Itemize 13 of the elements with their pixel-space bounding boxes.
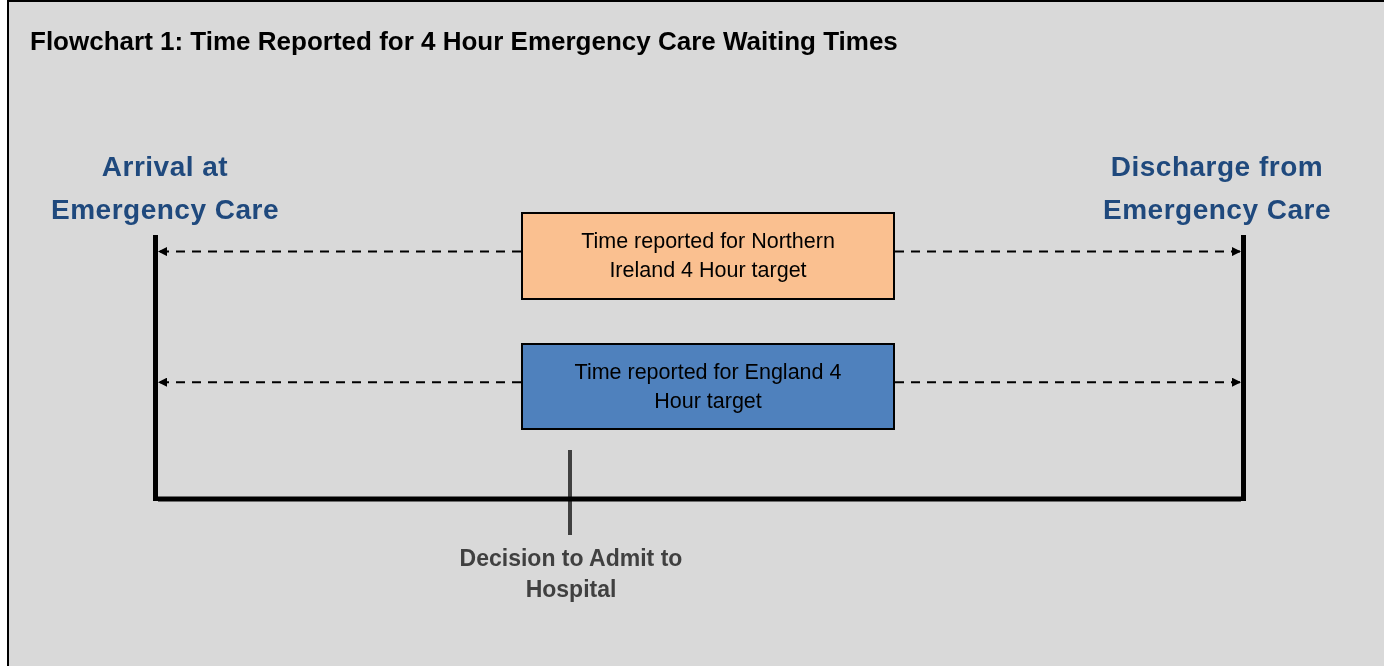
arrow bbox=[157, 247, 522, 257]
timeline-end-heading: Discharge from Emergency Care bbox=[1102, 150, 1332, 227]
milestone-label: Decision to Admit to Hospital bbox=[458, 544, 684, 604]
title: Flowchart 1: Time Reported for 4 Hour Emergency Care Waiting Times bbox=[30, 26, 898, 57]
arrow bbox=[894, 247, 1242, 257]
arrow bbox=[157, 377, 522, 387]
timeline-line bbox=[158, 496, 1241, 502]
arrow bbox=[894, 377, 1242, 387]
process-box: Time reported for England 4 Hour target bbox=[521, 343, 895, 430]
timeline-start-heading: Arrival at Emergency Care bbox=[50, 150, 280, 227]
timeline-bar bbox=[153, 235, 158, 501]
process-box: Time reported for Northern Ireland 4 Hour target bbox=[521, 212, 895, 300]
timeline-bar bbox=[1241, 235, 1246, 501]
